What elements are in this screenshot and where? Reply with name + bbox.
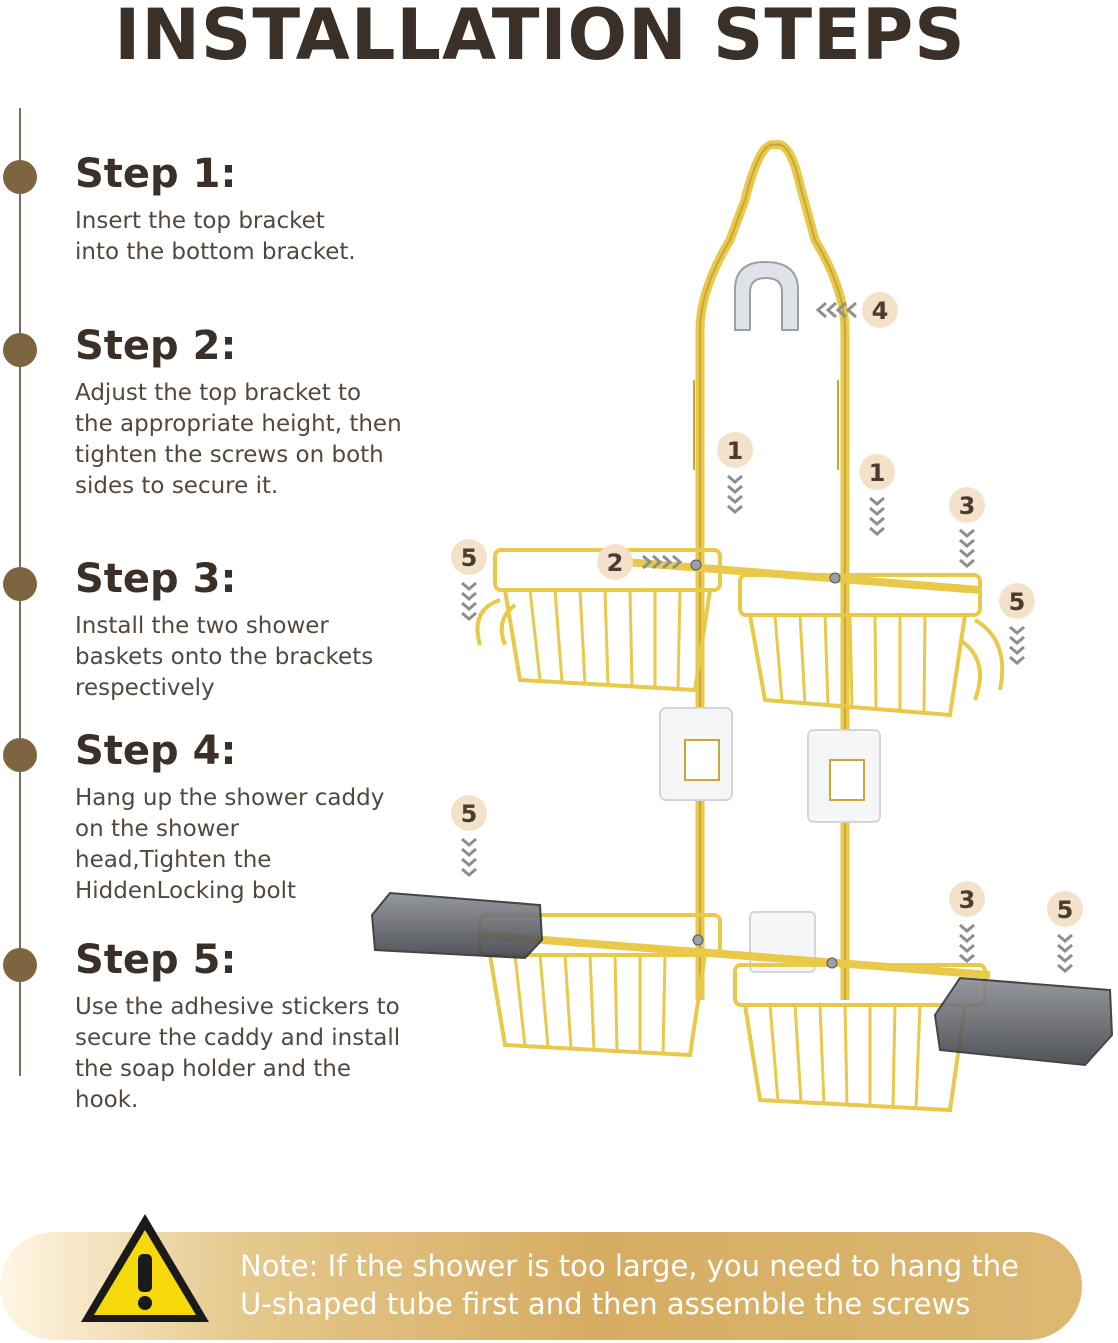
step-5: Step 5: Use the adhesive stickers to sec… bbox=[75, 936, 455, 1116]
step-3-heading: Step 3: bbox=[75, 556, 237, 602]
step-3-text: Install the two shower baskets onto the … bbox=[75, 613, 374, 701]
marker-5a: 5 bbox=[451, 539, 487, 575]
marker-2: 2 bbox=[597, 544, 633, 580]
marker-5c-label: 5 bbox=[461, 800, 478, 828]
step-1-heading: Step 1: bbox=[75, 151, 237, 197]
timeline-dot-4 bbox=[3, 738, 37, 772]
warning-icon bbox=[81, 1214, 209, 1322]
u-shaped-holder bbox=[734, 260, 799, 331]
step-2-text: Adjust the top bracket to the appropriat… bbox=[75, 380, 402, 499]
marker-5d-label: 5 bbox=[1057, 896, 1074, 924]
step-2: Step 2: Adjust the top bracket to the ap… bbox=[75, 322, 455, 502]
adhesive-sticker-right bbox=[807, 729, 881, 823]
marker-3b-label: 3 bbox=[959, 886, 976, 914]
marker-1b: 1 bbox=[859, 454, 895, 490]
marker-5d: 5 bbox=[1047, 891, 1083, 927]
marker-4-label: 4 bbox=[872, 297, 889, 325]
step-3: Step 3: Install the two shower baskets o… bbox=[75, 555, 455, 704]
marker-5a-label: 5 bbox=[461, 544, 478, 572]
marker-1a: 1 bbox=[717, 432, 753, 468]
shower-caddy-illustration: 4 1 1 2 3 5 5 5 3 5 bbox=[370, 140, 1114, 1113]
soap-tray-left bbox=[370, 891, 544, 960]
marker-3a-label: 3 bbox=[959, 492, 976, 520]
timeline-dot-2 bbox=[3, 333, 37, 367]
timeline-dot-5 bbox=[3, 948, 37, 982]
note-line-1: Note: If the shower is too large, you ne… bbox=[240, 1249, 1020, 1283]
marker-3b: 3 bbox=[949, 881, 985, 917]
page-title: INSTALLATION STEPS bbox=[114, 0, 966, 76]
marker-2-label: 2 bbox=[607, 549, 624, 577]
lower-left-basket bbox=[478, 913, 722, 1058]
upper-right-basket bbox=[738, 573, 1005, 718]
step-5-text: Use the adhesive stickers to secure the … bbox=[75, 994, 401, 1113]
step-1-text: Insert the top bracket into the bottom b… bbox=[75, 208, 356, 265]
step-2-heading: Step 2: bbox=[75, 323, 237, 369]
marker-1a-label: 1 bbox=[727, 437, 744, 465]
marker-5c: 5 bbox=[451, 795, 487, 831]
step-4: Step 4: Hang up the shower caddy on the … bbox=[75, 727, 455, 907]
timeline-dot-1 bbox=[3, 160, 37, 194]
step-1: Step 1: Insert the top bracket into the … bbox=[75, 150, 455, 268]
marker-5b: 5 bbox=[999, 583, 1035, 619]
step-4-heading: Step 4: bbox=[75, 728, 237, 774]
marker-4: 4 bbox=[862, 292, 898, 328]
adhesive-sticker-left bbox=[659, 707, 733, 801]
note-text: Note: If the shower is too large, you ne… bbox=[240, 1247, 1060, 1323]
upper-left-basket bbox=[475, 548, 722, 693]
note-line-2: U-shaped tube first and then assemble th… bbox=[240, 1287, 971, 1321]
step-5-heading: Step 5: bbox=[75, 937, 237, 983]
marker-3a: 3 bbox=[949, 487, 985, 523]
marker-1b-label: 1 bbox=[869, 459, 886, 487]
direction-arrows bbox=[461, 301, 1073, 973]
soap-tray-right bbox=[933, 976, 1114, 1067]
timeline-dot-3 bbox=[3, 567, 37, 601]
marker-5b-label: 5 bbox=[1009, 588, 1026, 616]
step-4-text: Hang up the shower caddy on the shower h… bbox=[75, 785, 385, 904]
